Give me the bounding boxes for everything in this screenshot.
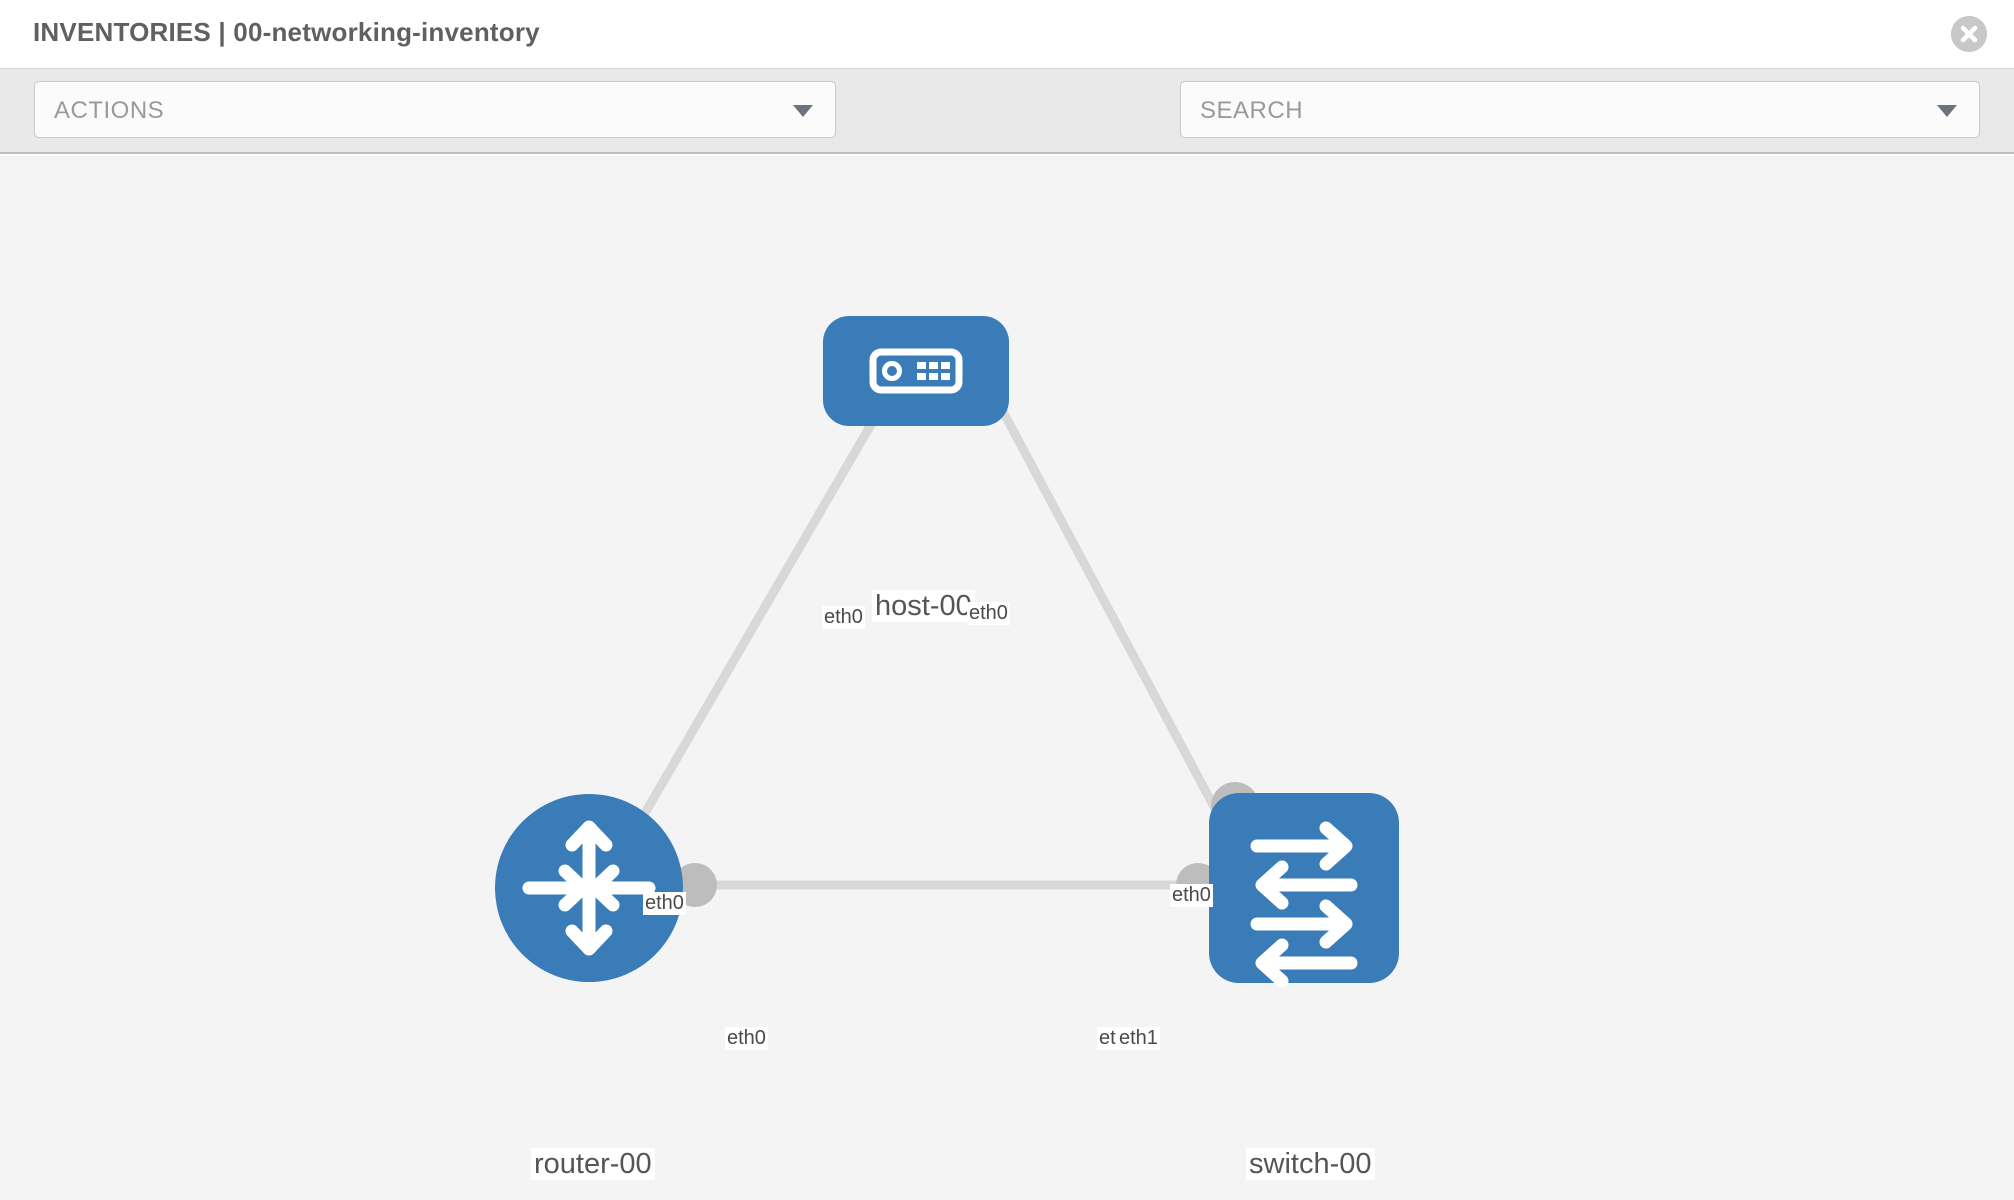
iface-label-switch-left: eth1	[1117, 1027, 1160, 1050]
router-arrows-icon	[522, 820, 656, 956]
page-header: INVENTORIES | 00-networking-inventory	[0, 0, 2014, 69]
node-switch-00[interactable]	[1209, 793, 1399, 988]
iface-label-switch-up: eth0	[1170, 884, 1213, 907]
chevron-down-icon[interactable]	[1937, 105, 1957, 117]
search-placeholder: SEARCH	[1200, 97, 1304, 124]
iface-label-host-right: eth0	[967, 602, 1010, 625]
search-input[interactable]: SEARCH	[1180, 81, 1980, 138]
topology-canvas[interactable]: host-00 router-00 switch-00 eth0 eth0 et…	[0, 156, 2014, 1200]
chevron-down-icon	[793, 105, 813, 117]
toolbar: ACTIONS SEARCH	[0, 69, 2014, 199]
actions-dropdown[interactable]: ACTIONS	[34, 81, 836, 138]
link-host-switch	[972, 358, 1239, 849]
iface-label-router-right: eth0	[725, 1027, 768, 1050]
actions-dropdown-label: ACTIONS	[54, 97, 165, 124]
node-router-00[interactable]	[495, 794, 683, 982]
switch-arrows-icon	[1250, 821, 1358, 988]
topology-graph	[495, 316, 1399, 988]
iface-label-router-up: eth0	[643, 892, 686, 915]
link-host-router	[616, 358, 912, 859]
close-icon[interactable]	[1951, 16, 1987, 52]
page-title: INVENTORIES | 00-networking-inventory	[33, 17, 540, 47]
node-label-switch-00: switch-00	[1246, 1148, 1375, 1181]
node-label-router-00: router-00	[531, 1148, 655, 1181]
server-icon	[869, 348, 963, 394]
topology-links	[616, 358, 1239, 890]
iface-label-host-left: eth0	[822, 606, 865, 629]
node-host-00[interactable]	[823, 316, 1009, 426]
node-label-host-00: host-00	[872, 590, 975, 623]
